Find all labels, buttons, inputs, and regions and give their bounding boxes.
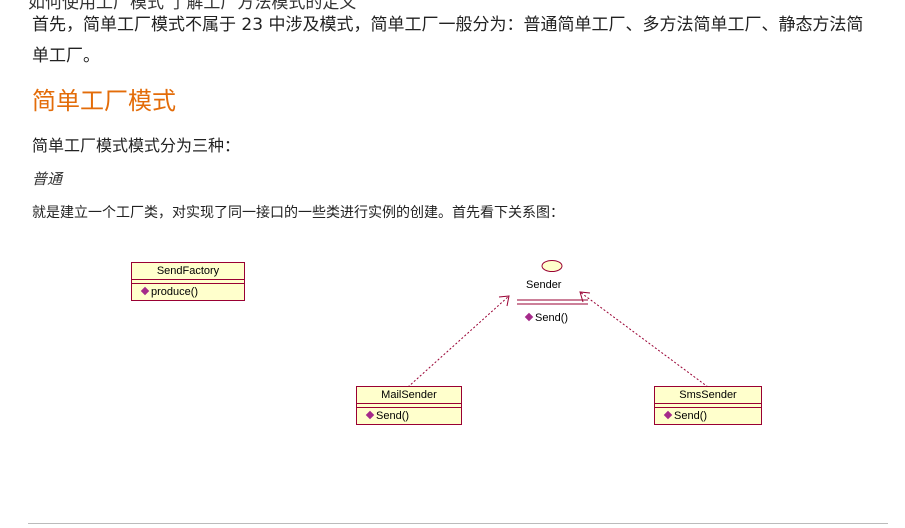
operation-icon	[663, 410, 673, 420]
class-operation: Send()	[655, 408, 761, 424]
class-operation: Send()	[357, 408, 461, 424]
operation-icon	[365, 410, 375, 420]
operation-icon	[140, 286, 150, 296]
description-paragraph: 就是建立一个工厂类，对实现了同一接口的一些类进行实例的创建。首先看下关系图：	[32, 205, 564, 221]
types-paragraph: 简单工厂模式模式分为三种：	[32, 136, 241, 155]
sms-sender-class: SmsSender Send()	[654, 386, 762, 425]
operation-label: Send()	[674, 410, 708, 422]
send-factory-class: SendFactory produce()	[131, 262, 245, 301]
intro-paragraph: 首先，简单工厂模式不属于 23 中涉及模式，简单工厂一般分为：普通简单工厂、多方…	[32, 15, 864, 66]
interface-name: Sender	[526, 279, 562, 291]
class-name: SmsSender	[655, 387, 761, 404]
mail-realization-line	[407, 295, 510, 388]
mail-realization-arrowhead	[498, 295, 510, 307]
interface-icon	[541, 260, 563, 272]
sms-realization-line	[579, 291, 709, 388]
sms-realization-arrowhead	[579, 291, 591, 303]
operation-label: Send()	[535, 312, 569, 324]
section-heading: 简单工厂模式	[32, 87, 176, 115]
attribute-compartment	[655, 404, 761, 408]
class-name: SendFactory	[132, 263, 244, 280]
mail-sender-class: MailSender Send()	[356, 386, 462, 425]
cut-off-text-line: 如何使用工厂模式 了解工厂方法模式的定义	[28, 0, 357, 13]
class-operation: produce()	[132, 284, 244, 300]
class-name: MailSender	[357, 387, 461, 404]
operation-label: produce()	[151, 286, 199, 298]
attribute-compartment	[357, 404, 461, 408]
subsection-label: 普通	[32, 170, 63, 188]
attribute-compartment	[132, 280, 244, 284]
operation-icon	[524, 312, 534, 322]
bottom-divider	[28, 523, 888, 524]
interface-operation: Send()	[524, 312, 569, 324]
operation-label: Send()	[376, 410, 410, 422]
